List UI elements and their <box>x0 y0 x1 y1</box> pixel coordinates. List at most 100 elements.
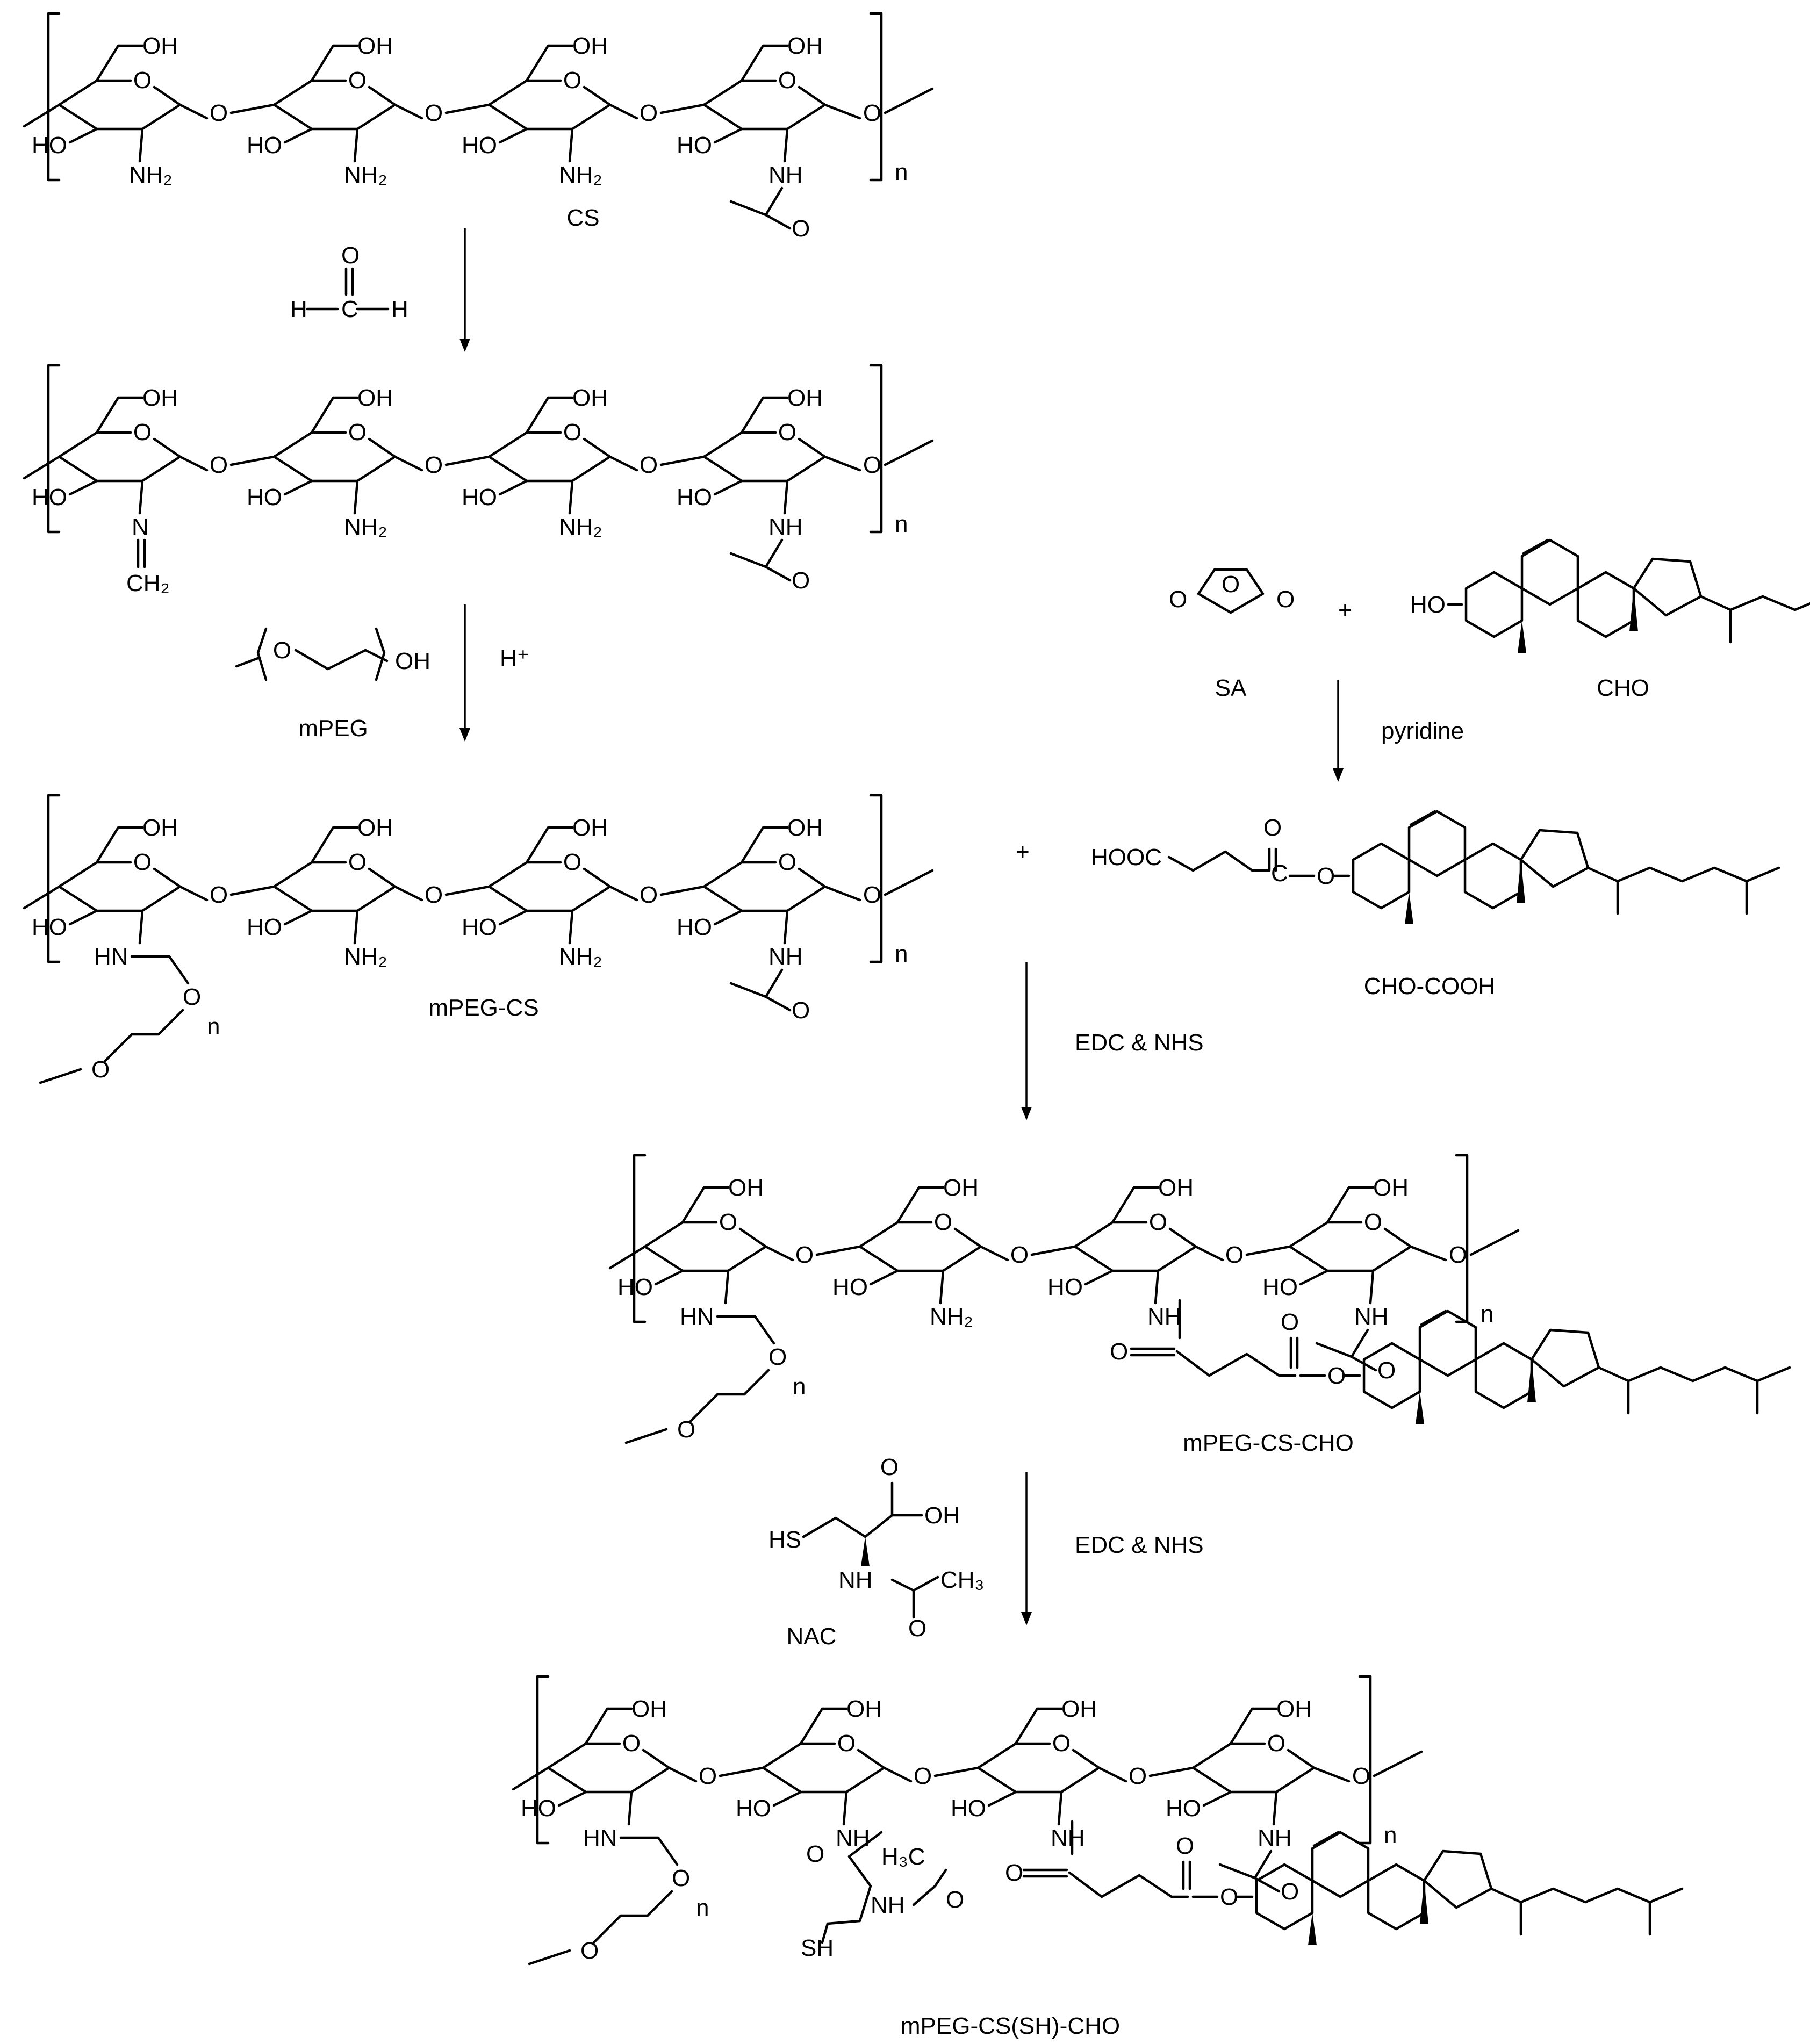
c3-hydroxyl: HO <box>462 914 497 940</box>
ring-oxygen: O <box>1149 1209 1167 1235</box>
acetamide-oxygen: O <box>792 567 810 594</box>
peg-linker-nh: HN <box>94 944 128 970</box>
final-amide-oxygen: O <box>1005 1860 1023 1886</box>
plus-sign-1: + <box>1338 597 1352 623</box>
imine-nitrogen: N <box>132 514 149 540</box>
hydroxymethyl-oh: OH <box>787 815 823 841</box>
ring-oxygen: O <box>778 419 796 445</box>
ring-oxygen: O <box>348 849 367 875</box>
molecule-drawings: OOHHOONH₂OOHHOONH₂OOHHOONH₂OOHHOONHOnOOH… <box>23 12 1810 1966</box>
ring-oxygen: O <box>778 849 796 875</box>
glycosidic-oxygen: O <box>1225 1242 1244 1268</box>
acetamide-oxygen: O <box>792 997 810 1024</box>
peg-linker-nh: HN <box>680 1304 714 1330</box>
glycosidic-oxygen: O <box>795 1242 814 1268</box>
final-steroid <box>1255 1831 1684 1945</box>
c3-hydroxyl: HO <box>1166 1795 1201 1822</box>
hydroxymethyl-oh: OH <box>631 1696 667 1722</box>
terminal-oxygen: O <box>863 452 881 478</box>
formaldehyde-h-right: H <box>391 296 408 322</box>
hydroxymethyl-oh: OH <box>1158 1175 1194 1201</box>
reagent-acid: H⁺ <box>500 645 529 672</box>
cholesterol-skeleton <box>1464 538 1810 653</box>
compound-label-mpeg: mPEG <box>298 715 368 742</box>
glycosidic-oxygen: O <box>640 100 658 126</box>
ring-oxygen: O <box>778 67 796 93</box>
glycosidic-oxygen: O <box>210 452 228 478</box>
acetamide-oxygen: O <box>1377 1357 1396 1384</box>
c3-hydroxyl: HO <box>247 132 282 159</box>
c3-hydroxyl: HO <box>677 914 712 940</box>
formaldehyde-o: O <box>341 242 360 269</box>
reagent-edc-nhs-1: EDC & NHS <box>1075 1030 1204 1056</box>
polymer-repeat-n: n <box>895 159 908 185</box>
compound-label-sa: SA <box>1215 675 1247 701</box>
peg-repeat-n: n <box>696 1895 709 1921</box>
final-nac-nh: NH <box>871 1892 905 1918</box>
glycosidic-oxygen: O <box>699 1763 717 1789</box>
ring-oxygen: O <box>1052 1730 1071 1757</box>
glycosidic-oxygen: O <box>425 882 443 908</box>
ring-oxygen: O <box>719 1209 737 1235</box>
polymer-repeat-n: n <box>1481 1301 1493 1327</box>
final-acetyl-oxygen: O <box>946 1887 964 1913</box>
amine-group: NH₂ <box>344 944 387 970</box>
amine-group: NH₂ <box>344 162 387 188</box>
c3-hydroxyl: HO <box>677 132 712 159</box>
glycosidic-oxygen: O <box>1010 1242 1029 1268</box>
glycosidic-oxygen: O <box>425 452 443 478</box>
anhydride-ring-oxygen: O <box>1222 571 1240 598</box>
peg-methoxy-oxygen: O <box>580 1938 599 1964</box>
peg-repeat-n: n <box>207 1013 220 1040</box>
reaction-arrows <box>459 228 1344 1625</box>
acetyl-oxygen: O <box>908 1615 926 1642</box>
terminal-oxygen: O <box>1449 1242 1467 1268</box>
amide-nh: NH <box>1147 1304 1182 1330</box>
ring-oxygen: O <box>563 849 581 875</box>
carboxyl-oxygen: O <box>880 1454 899 1480</box>
acetamide-nh: NH <box>768 514 803 540</box>
c3-hydroxyl: HO <box>247 484 282 510</box>
acetamide-oxygen: O <box>1281 1879 1299 1905</box>
arrow-3-head <box>1333 768 1344 782</box>
anhydride-carbonyl-o1: O <box>1169 586 1187 613</box>
ring-oxygen: O <box>133 849 152 875</box>
ring-oxygen: O <box>622 1730 641 1757</box>
glycosidic-oxygen: O <box>425 100 443 126</box>
compound-label-mpeg-cs-cho: mPEG-CS-CHO <box>1183 1430 1354 1456</box>
amide-nh: NH <box>836 1825 870 1851</box>
ester-carbonyl-o: O <box>1281 1309 1299 1335</box>
ring-oxygen: O <box>133 419 152 445</box>
c3-hydroxyl: HO <box>247 914 282 940</box>
plus-sign-2: + <box>1016 839 1030 865</box>
ester-carbonyl-oxygen: O <box>1263 815 1282 841</box>
mpeg-oxygen: O <box>273 637 291 664</box>
compound-label-final: mPEG-CS(SH)-CHO <box>901 2013 1120 2039</box>
cs-cho-linker: OOO <box>1110 1299 1361 1389</box>
formaldehyde-h-left: H <box>290 296 307 322</box>
ring-oxygen: O <box>1267 1730 1285 1757</box>
ring-oxygen: O <box>348 67 367 93</box>
peg-oxygen: O <box>672 1865 690 1891</box>
amine-group: NH₂ <box>559 944 602 970</box>
peg-oxygen: O <box>183 984 201 1010</box>
hydroxymethyl-oh: OH <box>846 1696 882 1722</box>
hydroxymethyl-oh: OH <box>142 385 178 411</box>
polymer-repeat-n: n <box>1384 1822 1397 1848</box>
compound-label-cho-cooh: CHO-COOH <box>1364 973 1495 999</box>
compound-label-nac: NAC <box>787 1623 837 1650</box>
thiol-group: HS <box>768 1527 801 1553</box>
ring-oxygen: O <box>837 1730 856 1757</box>
